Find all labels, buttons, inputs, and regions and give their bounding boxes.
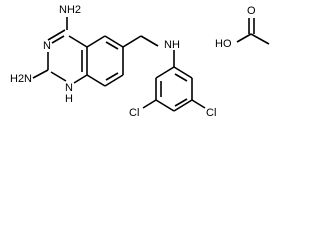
bond xyxy=(86,35,106,48)
bond xyxy=(155,66,175,79)
bond xyxy=(68,35,88,48)
bond xyxy=(105,72,119,81)
bond xyxy=(155,99,175,112)
ring-n3-label: N xyxy=(43,40,51,52)
bond xyxy=(32,69,49,79)
bond xyxy=(86,74,106,87)
amine-left-label: H2N xyxy=(10,73,32,85)
ring-nh-label: H xyxy=(65,93,73,105)
bond xyxy=(122,35,142,48)
dichlorophenyl-ring xyxy=(142,66,206,112)
bond xyxy=(73,74,88,84)
bond xyxy=(250,33,270,45)
ring-n1-label: N xyxy=(65,82,73,94)
acetic-acid xyxy=(236,18,270,45)
methylene-linker xyxy=(122,35,175,67)
linker-nh-label: NH xyxy=(164,39,180,51)
bond xyxy=(173,66,193,79)
bond xyxy=(140,35,159,47)
chloro-right-label: Cl xyxy=(206,107,216,119)
atom-labels: NH2 N N H H2N NH Cl Cl HO O xyxy=(10,4,256,119)
bond xyxy=(236,33,252,43)
amine-top-label: NH2 xyxy=(59,4,81,16)
chloro-left-label: Cl xyxy=(129,107,139,119)
bond xyxy=(47,29,66,41)
bond xyxy=(51,35,65,44)
structure-diagram: NH2 N N H H2N NH Cl Cl HO O xyxy=(10,4,270,119)
bond xyxy=(174,98,188,107)
molecule-canvas: NH2 N N H H2N NH Cl Cl HO O xyxy=(10,4,270,119)
bond xyxy=(174,73,188,82)
bond xyxy=(104,35,124,48)
bond xyxy=(105,41,119,50)
bond xyxy=(104,74,124,87)
bond xyxy=(50,71,67,82)
bond xyxy=(191,99,206,109)
hydroxyl-label: HO xyxy=(215,38,232,50)
bond xyxy=(173,99,193,112)
quinazoline-ring xyxy=(32,17,124,87)
carbonyl-oxygen-label: O xyxy=(247,5,256,17)
bond xyxy=(142,99,157,109)
